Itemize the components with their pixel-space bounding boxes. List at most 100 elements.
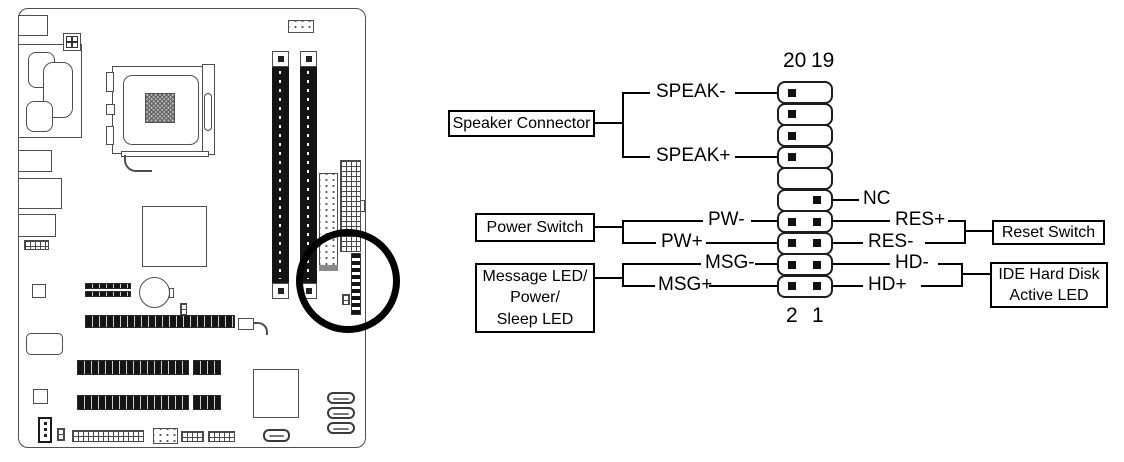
battery [139,277,170,308]
line-res-minus-a [832,242,863,244]
pin-row-1 [777,81,833,104]
serial-port [26,101,53,132]
pin-left-row-10 [788,282,796,290]
socket-tab-1 [106,72,114,92]
northbridge-chip [142,206,207,267]
line-pw-minus-b [751,220,778,222]
cpu-fan-header [288,20,314,33]
line-msg-plus-a [622,285,655,287]
label-speak-plus: SPEAK+ [656,145,731,166]
pin-row-5 [777,167,833,190]
line-hd-minus-b [938,263,963,265]
pin-row-6 [777,188,833,212]
small-chip-1 [32,284,46,298]
dimm2-latch-top [300,51,317,67]
pin-row-9 [777,253,833,276]
line-pw-plus-a [622,242,656,244]
line-speak-plus-b [735,156,778,158]
line-hd-plus-a [832,285,863,287]
front-audio-header [38,417,52,443]
pin-row-8 [777,231,833,255]
power-switch-box: Power Switch [475,213,595,242]
pin-left-row-1 [788,88,796,97]
pin-block-2 [208,431,235,442]
battery-tab [169,288,174,298]
sata-port-3 [327,422,355,434]
line-res-plus-b [948,220,966,222]
pin-right-row-9 [813,260,821,269]
line-res-minus-b [925,242,966,244]
label-res-plus: RES+ [895,209,946,230]
socket-tab-3 [106,126,114,145]
pin-right-row-8 [813,239,821,247]
line-speak-minus-a [622,92,650,94]
line-speaker-box [595,122,623,124]
socket-lever-hook [124,155,152,172]
socket-bottom-bar [121,151,209,157]
pin-number-19: 19 [811,49,835,72]
pin-row-10 [777,274,833,298]
bios-chip-1 [85,283,131,289]
sata-port-2 [327,407,355,419]
line-msg-plus-b [709,285,778,287]
pin-left-row-7 [788,217,796,226]
audio-codec-chip [26,333,63,355]
pin-number-2: 2 [786,304,798,327]
pci-slot-2-tab [193,395,221,410]
pin-row-3 [777,124,833,147]
socket-lever-blade [204,93,212,131]
pin-left-row-9 [788,260,796,269]
dimm-slot-2 [300,67,317,283]
label-speak-minus: SPEAK- [656,81,726,102]
pci-slot-2 [77,395,189,410]
sys-fan-header [153,428,178,444]
ide-hdd-led-box: IDE Hard Disk Active LED [990,262,1108,308]
label-pw-minus: PW- [708,209,745,230]
label-msg-plus: MSG+ [658,274,713,295]
line-speak-minus-b [735,92,778,94]
bracket-message [622,263,624,287]
ps2-port [18,15,48,36]
line-power-box [595,226,622,228]
audio-ports [18,214,56,237]
line-msg-minus-b [755,263,778,265]
pin-left-row-3 [788,131,796,140]
atx-power-clip [360,200,365,212]
socket-tab-2 [106,104,115,115]
pcie-latch-hook [254,322,268,335]
bracket-reset [964,220,966,244]
pcie-latch [238,318,254,330]
label-msg-minus: MSG- [705,252,755,273]
line-hd-plus-b [921,285,963,287]
pin-right-row-7 [813,217,821,226]
com-header [24,240,49,250]
dimm1-latch-top [272,51,289,67]
pcie-x16-slot [85,315,235,328]
front-panel-pin-header [777,81,833,301]
bracket-ide [961,263,963,287]
label-hd-minus: HD- [895,252,929,273]
highlight-circle [296,229,400,333]
line-nc [832,199,859,201]
speaker-connector-box: Speaker Connector [448,110,595,137]
lan-port [18,150,52,172]
atx12v-connector [63,33,81,51]
bracket-power [622,220,624,244]
line-pw-minus-a [622,220,703,222]
pin-row-4 [777,145,833,169]
small-chip-2 [33,389,48,404]
usb-ports [18,178,62,209]
line-ide-box [961,273,990,275]
pin-row-2 [777,102,833,126]
label-res-minus: RES- [868,231,914,252]
pin-left-row-4 [788,153,796,161]
bios-chip-2 [85,291,131,297]
line-hd-minus-a [832,263,890,265]
sata-port-horizontal [263,429,290,442]
sata-port-1 [327,392,355,404]
label-nc: NC [863,188,891,209]
line-res-plus-a [832,220,890,222]
pin-left-row-8 [788,239,796,247]
bracket-speaker [622,92,624,158]
pin-block-1 [181,431,204,442]
